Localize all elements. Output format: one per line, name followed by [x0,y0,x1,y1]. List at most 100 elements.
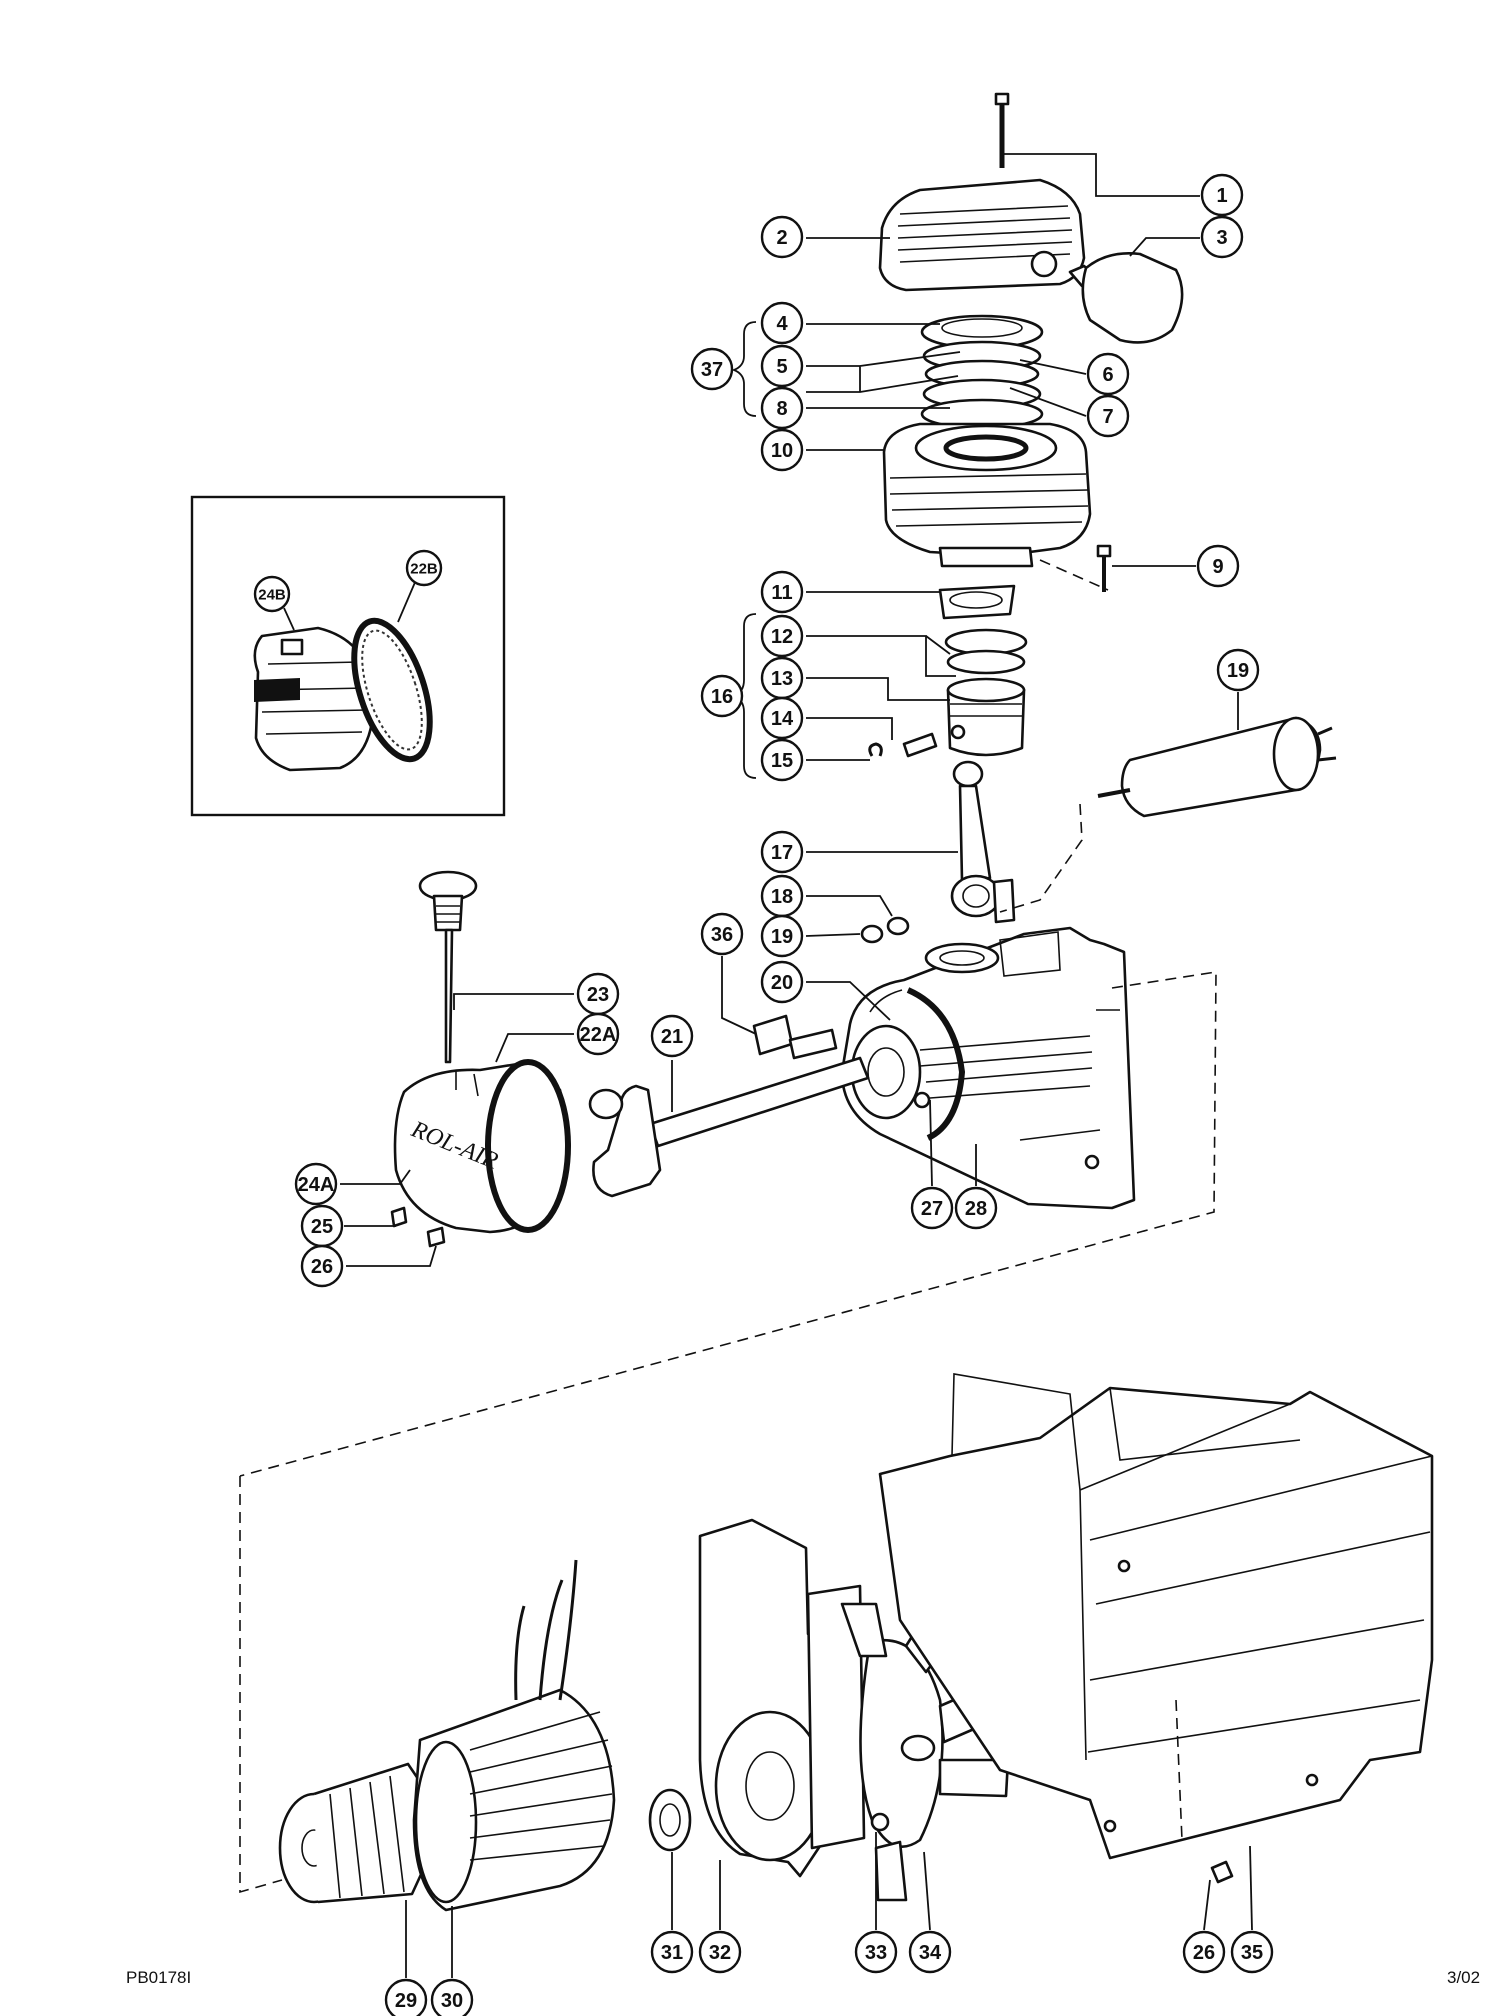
callout-24b: 24B [253,575,291,613]
callout-16: 16 [700,674,744,718]
callout-label: 24B [258,587,286,604]
head-bolt-part [994,92,1010,168]
callout-13: 13 [760,656,804,700]
callout-label: 2 [776,227,787,249]
callout-21: 21 [650,1014,694,1058]
dipstick-part [418,870,478,1064]
connecting-rod-part [950,760,1016,924]
callout-18: 18 [760,874,804,918]
callout-label: 23 [587,984,609,1006]
callout-label: 35 [1241,1942,1263,1964]
callout-25: 25 [300,1204,344,1248]
callout-label: 30 [441,1990,463,2012]
leader-lines [340,153,1253,1978]
callout-label: 26 [1193,1942,1215,1964]
callout-11: 11 [760,570,804,614]
bearing-part [648,1788,692,1852]
callout-label: 22B [410,561,438,578]
cylinder-bolt-part [1096,544,1112,592]
stator-part [412,1559,616,1912]
capacitor-part [1097,716,1337,818]
callout-35: 35 [1230,1930,1274,1974]
callout-label: 25 [311,1216,333,1238]
fan-part [840,1584,1010,1902]
callout-label: 19 [1227,660,1249,682]
callout-31: 31 [650,1930,694,1974]
callout-label: 8 [776,398,787,420]
callout-label: 28 [965,1198,987,1220]
callout-20: 20 [760,960,804,1004]
callout-36: 36 [700,912,744,956]
callout-14: 14 [760,696,804,740]
callout-label: 18 [771,886,793,908]
crankcase-cover-part: ROL-AIR [393,1059,571,1234]
callout-label: 17 [771,842,793,864]
callout-9: 9 [1196,544,1240,588]
callout-6: 6 [1086,352,1130,396]
callout-label: 4 [776,313,788,335]
cover-screw-part [390,1206,446,1248]
callout-label: 24A [298,1174,335,1196]
callout-label: 11 [771,582,792,604]
callout-label: 14 [771,708,794,730]
callout-28: 28 [954,1186,998,1230]
callout-22b: 22B [405,549,443,587]
valve-plate-assembly-part [920,314,1044,430]
callout-label: 22A [580,1024,617,1046]
crankcase-part [840,926,1136,1210]
callout-label: 12 [771,626,793,648]
callout-label: 26 [311,1256,333,1278]
switch-part [752,1014,838,1060]
piston-part [946,677,1026,757]
end-bell-part [698,1518,866,1878]
callout-8: 8 [760,386,804,430]
inset-box [190,495,506,817]
callout-32: 32 [698,1930,742,1974]
rotor-part [278,1762,448,1904]
cylinder-head-part [878,178,1086,292]
callout-1: 1 [1200,173,1244,217]
callout-37: 37 [690,347,734,391]
callout-10: 10 [760,428,804,472]
callout-label: 20 [771,972,793,994]
callout-label: 37 [701,359,723,381]
callout-34: 34 [908,1930,952,1974]
callout-22a: 22A [576,1012,620,1056]
shroud-part [878,1373,1434,1860]
callout-label: 7 [1102,406,1113,428]
washer-part [860,916,910,944]
callout-23: 23 [576,972,620,1016]
callout-label: 15 [771,750,793,772]
callout-label: 33 [865,1942,887,1964]
circlip-part [868,742,883,757]
callout-12: 12 [760,614,804,658]
callout-label: 13 [771,668,793,690]
air-filter-part [1068,252,1184,344]
callout-26: 26 [1182,1930,1226,1974]
callout-label: 9 [1212,556,1223,578]
callout-label: 10 [771,440,793,462]
callout-17: 17 [760,830,804,874]
callout-label: 31 [661,1942,683,1964]
callout-5: 5 [760,344,804,388]
shroud-screw-part [1210,1860,1234,1884]
callout-label: 16 [711,686,733,708]
callout-33: 33 [854,1930,898,1974]
callout-label: 36 [711,924,733,946]
callout-2: 2 [760,215,804,259]
callout-24a: 24A [294,1162,338,1206]
inset-head-cover-24b [253,626,374,772]
callout-label: 34 [919,1942,942,1964]
callout-label: 5 [776,356,787,378]
callout-19: 19 [760,914,804,958]
callout-label: 29 [395,1990,417,2012]
piston-pin-part [902,732,938,758]
document-code: PB0178I [126,1968,192,1987]
crankshaft-part [588,1056,870,1198]
callout-label: 19 [771,926,793,948]
callout-19: 19 [1216,648,1260,692]
callout-7: 7 [1086,394,1130,438]
callout-27: 27 [910,1186,954,1230]
